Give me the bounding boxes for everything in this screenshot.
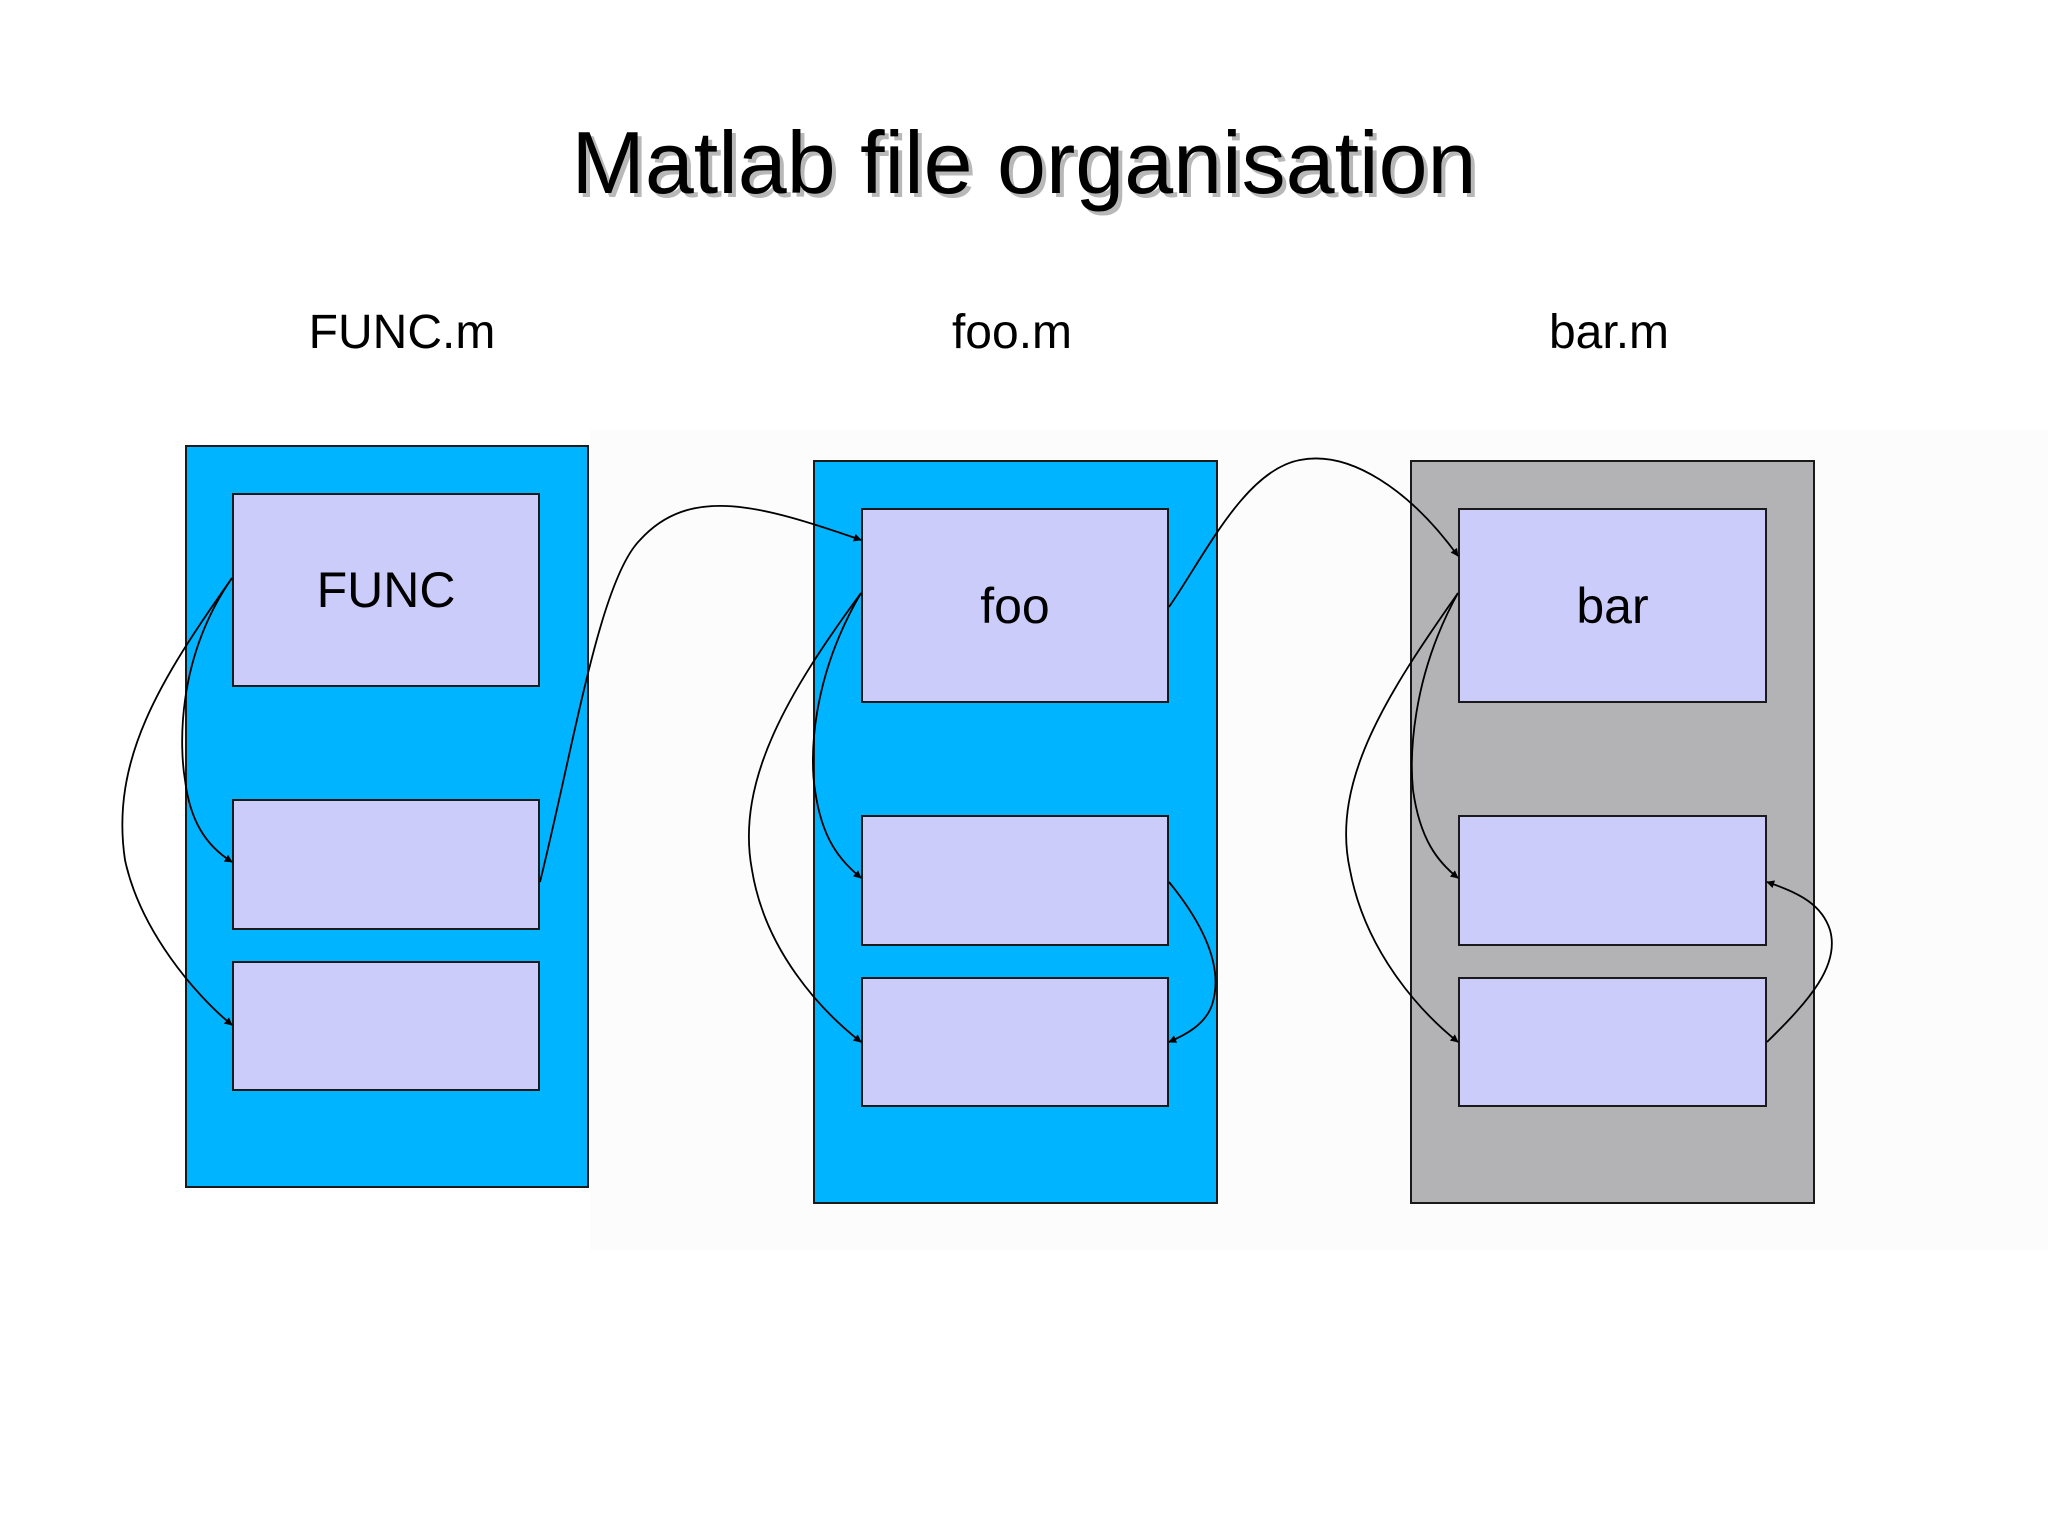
slide-title: Matlab file organisation [571,113,1477,212]
slide-backdrop [590,430,2048,1250]
function-box-bar-sub2 [1458,977,1767,1107]
function-box-bar-sub1 [1458,815,1767,946]
function-box-func-sub1 [232,799,540,930]
function-box-bar-main: bar [1458,508,1767,703]
function-box-func-sub2 [232,961,540,1091]
file-label-bar-m: bar.m [1548,306,1670,359]
file-label-func-m: FUNC.m [308,306,496,359]
function-box-foo-main: foo [861,508,1169,703]
function-box-foo-sub2 [861,977,1169,1107]
function-box-func-main: FUNC [232,493,540,687]
function-box-foo-sub1 [861,815,1169,946]
file-label-foo-m: foo.m [951,306,1073,359]
